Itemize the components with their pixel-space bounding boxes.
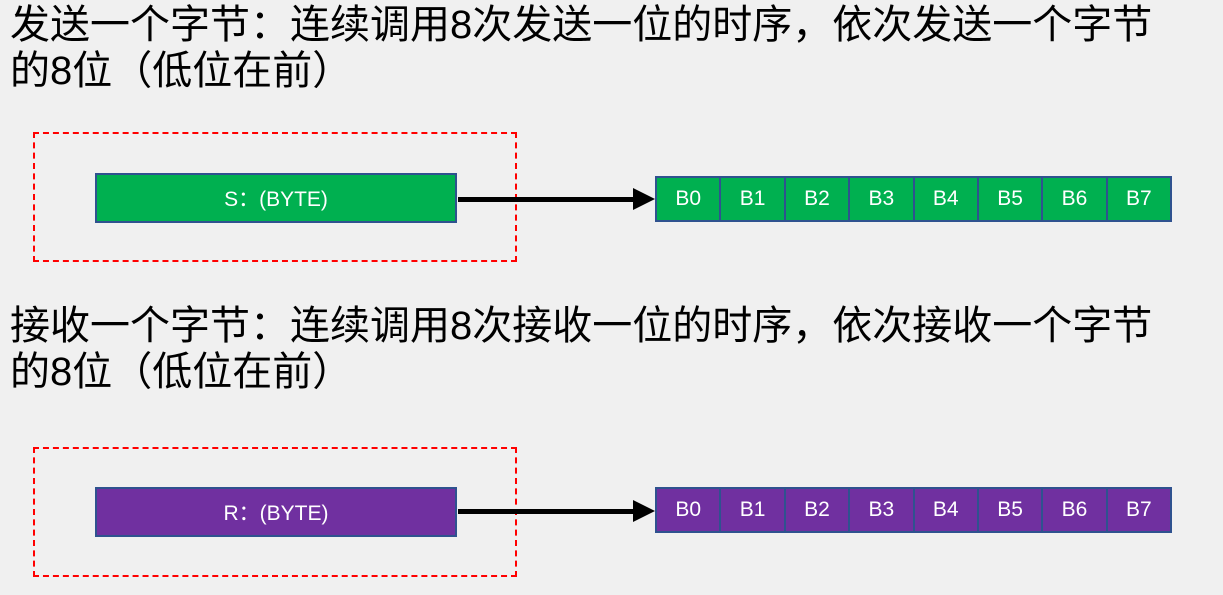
receive-bit-cell: B7	[1105, 487, 1172, 533]
receive-bit-cell: B1	[719, 487, 786, 533]
send-title-line2: 的8位（低位在前）	[10, 49, 353, 93]
send-bit-cell: B5	[976, 176, 1044, 222]
receive-arrow-right-icon	[458, 500, 655, 522]
receive-byte-box: R：(BYTE)	[95, 487, 457, 537]
send-bit-cell: B2	[783, 176, 851, 222]
send-bit-cell: B0	[655, 176, 722, 222]
send-title-line1: 发送一个字节：连续调用8次发送一位的时序，依次发送一个字节	[10, 3, 1153, 47]
send-bit-cell: B1	[719, 176, 786, 222]
receive-title-line2: 的8位（低位在前）	[10, 350, 353, 394]
send-arrow-right-icon	[458, 188, 655, 210]
send-bit-cell: B3	[848, 176, 915, 222]
receive-bits-row: B0 B1 B2 B3 B4 B5 B6 B7	[655, 487, 1172, 533]
send-bit-cell: B7	[1105, 176, 1172, 222]
receive-bit-cell: B6	[1041, 487, 1108, 533]
send-bits-row: B0 B1 B2 B3 B4 B5 B6 B7	[655, 176, 1172, 222]
receive-title-line1: 接收一个字节：连续调用8次接收一位的时序，依次接收一个字节	[10, 304, 1153, 348]
send-bit-cell: B6	[1041, 176, 1108, 222]
send-byte-box: S：(BYTE)	[95, 173, 457, 223]
send-bit-cell: B4	[912, 176, 979, 222]
arrow-head	[633, 188, 655, 210]
arrow-shaft	[458, 509, 634, 514]
send-title: 发送一个字节：连续调用8次发送一位的时序，依次发送一个字节 的8位（低位在前）	[10, 2, 1220, 94]
arrow-head	[633, 500, 655, 522]
receive-bit-cell: B0	[655, 487, 722, 533]
receive-bit-cell: B2	[783, 487, 851, 533]
receive-bit-cell: B4	[912, 487, 979, 533]
arrow-shaft	[458, 197, 634, 202]
receive-bit-cell: B3	[848, 487, 915, 533]
receive-bit-cell: B5	[976, 487, 1044, 533]
receive-byte-label: R：(BYTE)	[223, 502, 329, 525]
send-byte-label: S：(BYTE)	[224, 188, 328, 211]
receive-title: 接收一个字节：连续调用8次接收一位的时序，依次接收一个字节 的8位（低位在前）	[10, 303, 1220, 395]
